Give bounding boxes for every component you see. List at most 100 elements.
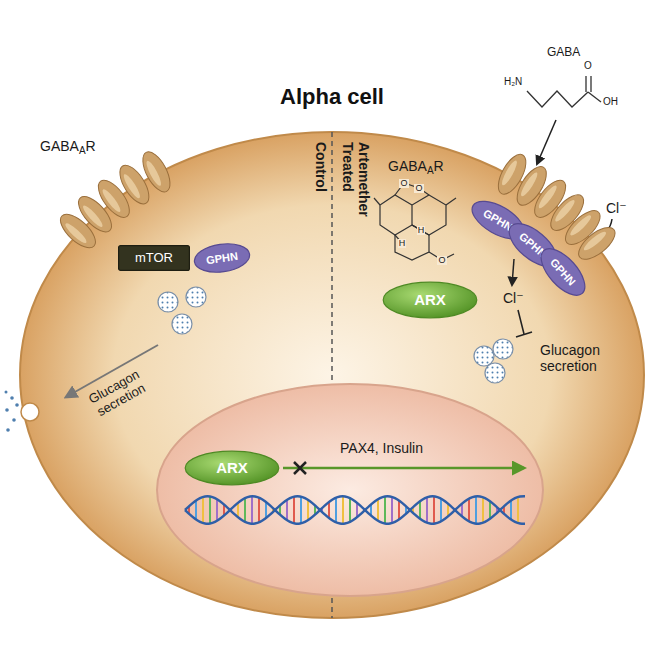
secretion-label: Glucagon secretion [78,363,157,425]
molecule-ring [412,195,446,235]
base-pair [307,500,309,521]
base-pair [251,496,253,524]
inhibition-line [516,310,532,337]
vesicle [158,292,178,312]
inhibition-bar [516,332,532,337]
base-pair [300,496,302,523]
alpha-cell-outline [20,132,644,618]
ion-label: Cl⁻ [503,290,524,306]
base-pair [510,500,512,519]
binding-arrow [537,120,556,164]
vesicle [186,287,206,307]
node-label: mTOR [135,251,173,265]
base-pair [440,498,442,521]
glucagon-dot [6,428,10,432]
dna-strand [185,496,525,524]
base-pair [258,497,260,522]
artemether-molecule [374,183,456,260]
arx-protein: ARX [382,281,478,319]
mtor-box: mTOR [118,245,190,271]
ion-label: Cl⁻ [606,200,627,216]
glucagon-vesicles [158,287,513,383]
base-pair [209,496,211,524]
base-pair [195,500,197,519]
base-pair [216,499,218,521]
nucleus: PAX4, InsulinARX [155,382,545,598]
base-pair [384,496,386,524]
arx-protein-outline [185,451,279,485]
atom-label: OH [603,96,618,108]
diagram-title: Alpha cell [280,84,384,109]
atom-label: O [399,179,408,188]
receptor-label: R [86,138,96,154]
base-pair [398,500,400,519]
receptor-label: GABA [388,158,427,174]
node-label: Control [313,142,329,226]
base-pair [426,497,428,523]
base-pair [391,497,393,524]
divider-line [331,132,333,382]
node-label: PAX4, Insulin [340,440,423,456]
receptor-highlight [553,198,577,224]
carbon-chain [527,91,588,107]
exocytosis [5,391,40,432]
base-pair [377,499,379,521]
arx-protein-outline [383,282,477,318]
inhibition-line [518,310,524,334]
molecule-label: GABA [547,46,580,60]
base-pair [419,501,421,519]
divider-line [332,132,333,618]
mtor-box-outline [119,246,190,271]
molecule-ring [395,225,429,260]
gabaa-receptors [55,148,620,265]
receptor-subunit [573,222,620,265]
receptor-label: R [434,158,444,174]
atom-label: H [417,226,426,235]
gphn-protein-outline [193,240,252,275]
hydroxyl-bond [588,92,601,102]
receptor-label: GABA [40,138,79,154]
block-cross [294,462,306,474]
exocytosis-vesicle [21,403,39,421]
base-pair [328,502,330,518]
receptor-subunit [573,222,620,265]
receptor-highlight [537,184,559,211]
receptor-highlight [582,229,608,252]
node-label: ARX [216,460,248,477]
base-pair [433,496,435,524]
transcription-arrow [283,462,524,474]
receptor-subunit [55,209,101,254]
receptor-highlight [63,221,88,245]
vesicle [172,314,192,334]
carbonyl-bond [586,76,591,92]
base-pair [342,496,344,524]
gaba-molecule [527,76,601,107]
glucagon-dot [5,408,9,412]
glucagon-dot [15,403,19,407]
receptor-highlight [519,171,540,198]
receptor-subunit [55,209,101,254]
atom-label: O [437,256,446,265]
receptor-highlight [500,159,520,187]
base-pair [335,497,337,522]
dna-strand [185,496,525,524]
nucleus-shape [155,382,545,598]
chloride-arrow [512,259,514,285]
base-pair [286,500,288,521]
node-label: ARX [414,292,446,309]
nucleus-outline [157,384,543,596]
glucagon-dot [5,391,8,394]
base-pair [489,501,491,519]
arx-protein: ARX [184,450,280,486]
base-pair [293,496,295,523]
base-pair [349,498,351,522]
node-label: Artemether Treated [340,142,372,232]
vesicle [474,346,494,366]
receptor-subscript: A [79,145,86,157]
base-pair [475,496,477,524]
glucagon-dot [10,396,14,400]
atom-label: O [584,60,592,72]
methyl-group [374,198,380,205]
